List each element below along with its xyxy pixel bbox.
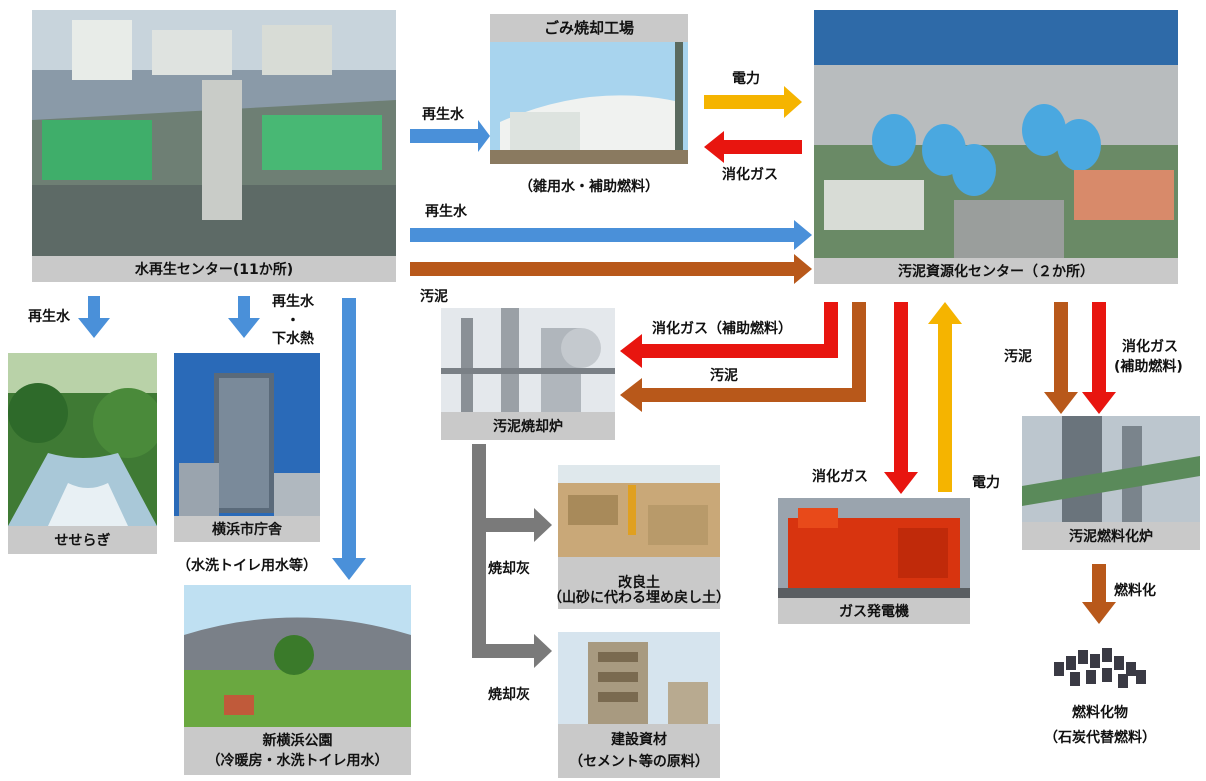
label-reclaimed-water-seseragi: 再生水 <box>28 309 70 325</box>
label-sludge-main: 汚泥 <box>420 289 448 305</box>
label-digestion-gas-aux-fuel-2: (補助燃料) <box>1114 359 1183 375</box>
arrow-electricity-from-generator <box>928 302 962 492</box>
seseragi-photo <box>8 353 157 526</box>
arrow-water-to-seseragi <box>78 296 110 338</box>
label-sludge-furnace: 汚泥 <box>710 368 738 384</box>
incinerator-title: ごみ焼却工場 <box>490 14 688 42</box>
label-sludge-fuel: 汚泥 <box>1004 349 1032 365</box>
soil-photo <box>558 465 720 557</box>
seseragi-caption: せせらぎ <box>8 526 157 554</box>
label-reclaimed-water-heat-dot: ・ <box>286 313 300 329</box>
soil-caption-use: （山砂に代わる埋め戻し土） <box>548 590 730 606</box>
label-ash-soil: 焼却灰 <box>488 561 530 577</box>
city-hall-subtitle: （水洗トイレ用水等） <box>177 558 317 574</box>
arrow-water-to-sludge-center <box>410 220 812 250</box>
arrow-water-to-incinerator <box>410 120 490 152</box>
label-ash-construction: 焼却灰 <box>488 687 530 703</box>
label-digestion-gas-generator: 消化ガス <box>812 469 868 485</box>
incinerator-photo <box>490 42 688 164</box>
park-caption: 新横浜公園 （冷暖房・水洗トイレ用水） <box>184 727 411 775</box>
label-reclaimed-water-heat-2: 下水熱 <box>272 331 314 347</box>
arrow-gas-to-incinerator <box>704 131 802 163</box>
label-reclaimed-water-incinerator: 再生水 <box>422 107 464 123</box>
soil-caption-name: 改良土 <box>618 575 660 591</box>
label-digestion-gas-aux-furnace: 消化ガス（補助燃料） <box>652 321 792 337</box>
label-digestion-gas-aux-fuel-1: 消化ガス <box>1122 339 1178 355</box>
label-fuelization: 燃料化 <box>1114 583 1156 599</box>
water-center-photo <box>32 10 396 256</box>
city-hall-caption: 横浜市庁舎 <box>174 516 320 542</box>
construction-photo <box>558 632 720 724</box>
park-caption-use: （冷暖房・水洗トイレ用水） <box>206 753 389 769</box>
sludge-center-caption: 汚泥資源化センター（２か所） <box>814 258 1178 284</box>
arrow-gas-to-fuel-furnace <box>1082 302 1116 414</box>
arrow-water-to-park <box>332 298 366 580</box>
construction-caption-use: （セメント等の原料） <box>569 754 709 770</box>
sludge-furnace-caption: 汚泥焼却炉 <box>441 412 615 440</box>
sludge-center-photo <box>814 10 1178 258</box>
fuel-product-caption: 燃料化物 <box>1072 705 1128 721</box>
construction-caption: 建設資材 （セメント等の原料） <box>558 724 720 778</box>
arrow-fuelization <box>1082 564 1116 624</box>
soil-caption: 改良土 <box>558 557 720 609</box>
water-center-caption: 水再生センター(11か所) <box>32 256 396 282</box>
arrow-sludge-to-sludge-furnace <box>620 302 866 412</box>
fuel-product-subcaption: （石炭代替燃料） <box>1044 730 1156 746</box>
arrow-gas-to-generator <box>884 302 918 494</box>
label-reclaimed-water-sludge-center: 再生水 <box>425 204 467 220</box>
arrow-water-to-city-hall <box>228 296 260 338</box>
gas-generator-caption: ガス発電機 <box>778 598 970 624</box>
fuel-furnace-photo <box>1022 416 1200 522</box>
fuel-furnace-caption: 汚泥燃料化炉 <box>1022 522 1200 550</box>
arrow-gas-to-sludge-furnace <box>620 302 838 368</box>
label-reclaimed-water-heat-1: 再生水 <box>272 294 314 310</box>
fuel-product-photo <box>1040 632 1160 698</box>
label-electricity-top: 電力 <box>732 71 760 87</box>
construction-caption-name: 建設資材 <box>611 732 667 748</box>
incinerator-subtitle: （雑用水・補助燃料） <box>519 179 659 195</box>
arrow-electricity-to-sludge-center <box>704 86 802 118</box>
city-hall-photo <box>174 353 320 516</box>
arrow-sludge-to-fuel-furnace <box>1044 302 1078 414</box>
arrow-ash-to-soil-and-construction <box>472 444 552 668</box>
label-digestion-gas-top: 消化ガス <box>722 167 778 183</box>
gas-generator-photo <box>778 498 970 598</box>
park-caption-name: 新横浜公園 <box>262 733 333 749</box>
sludge-furnace-photo <box>441 308 615 412</box>
arrow-sludge-to-sludge-center <box>410 254 812 284</box>
label-electricity-generator: 電力 <box>972 475 1000 491</box>
park-photo <box>184 585 411 727</box>
